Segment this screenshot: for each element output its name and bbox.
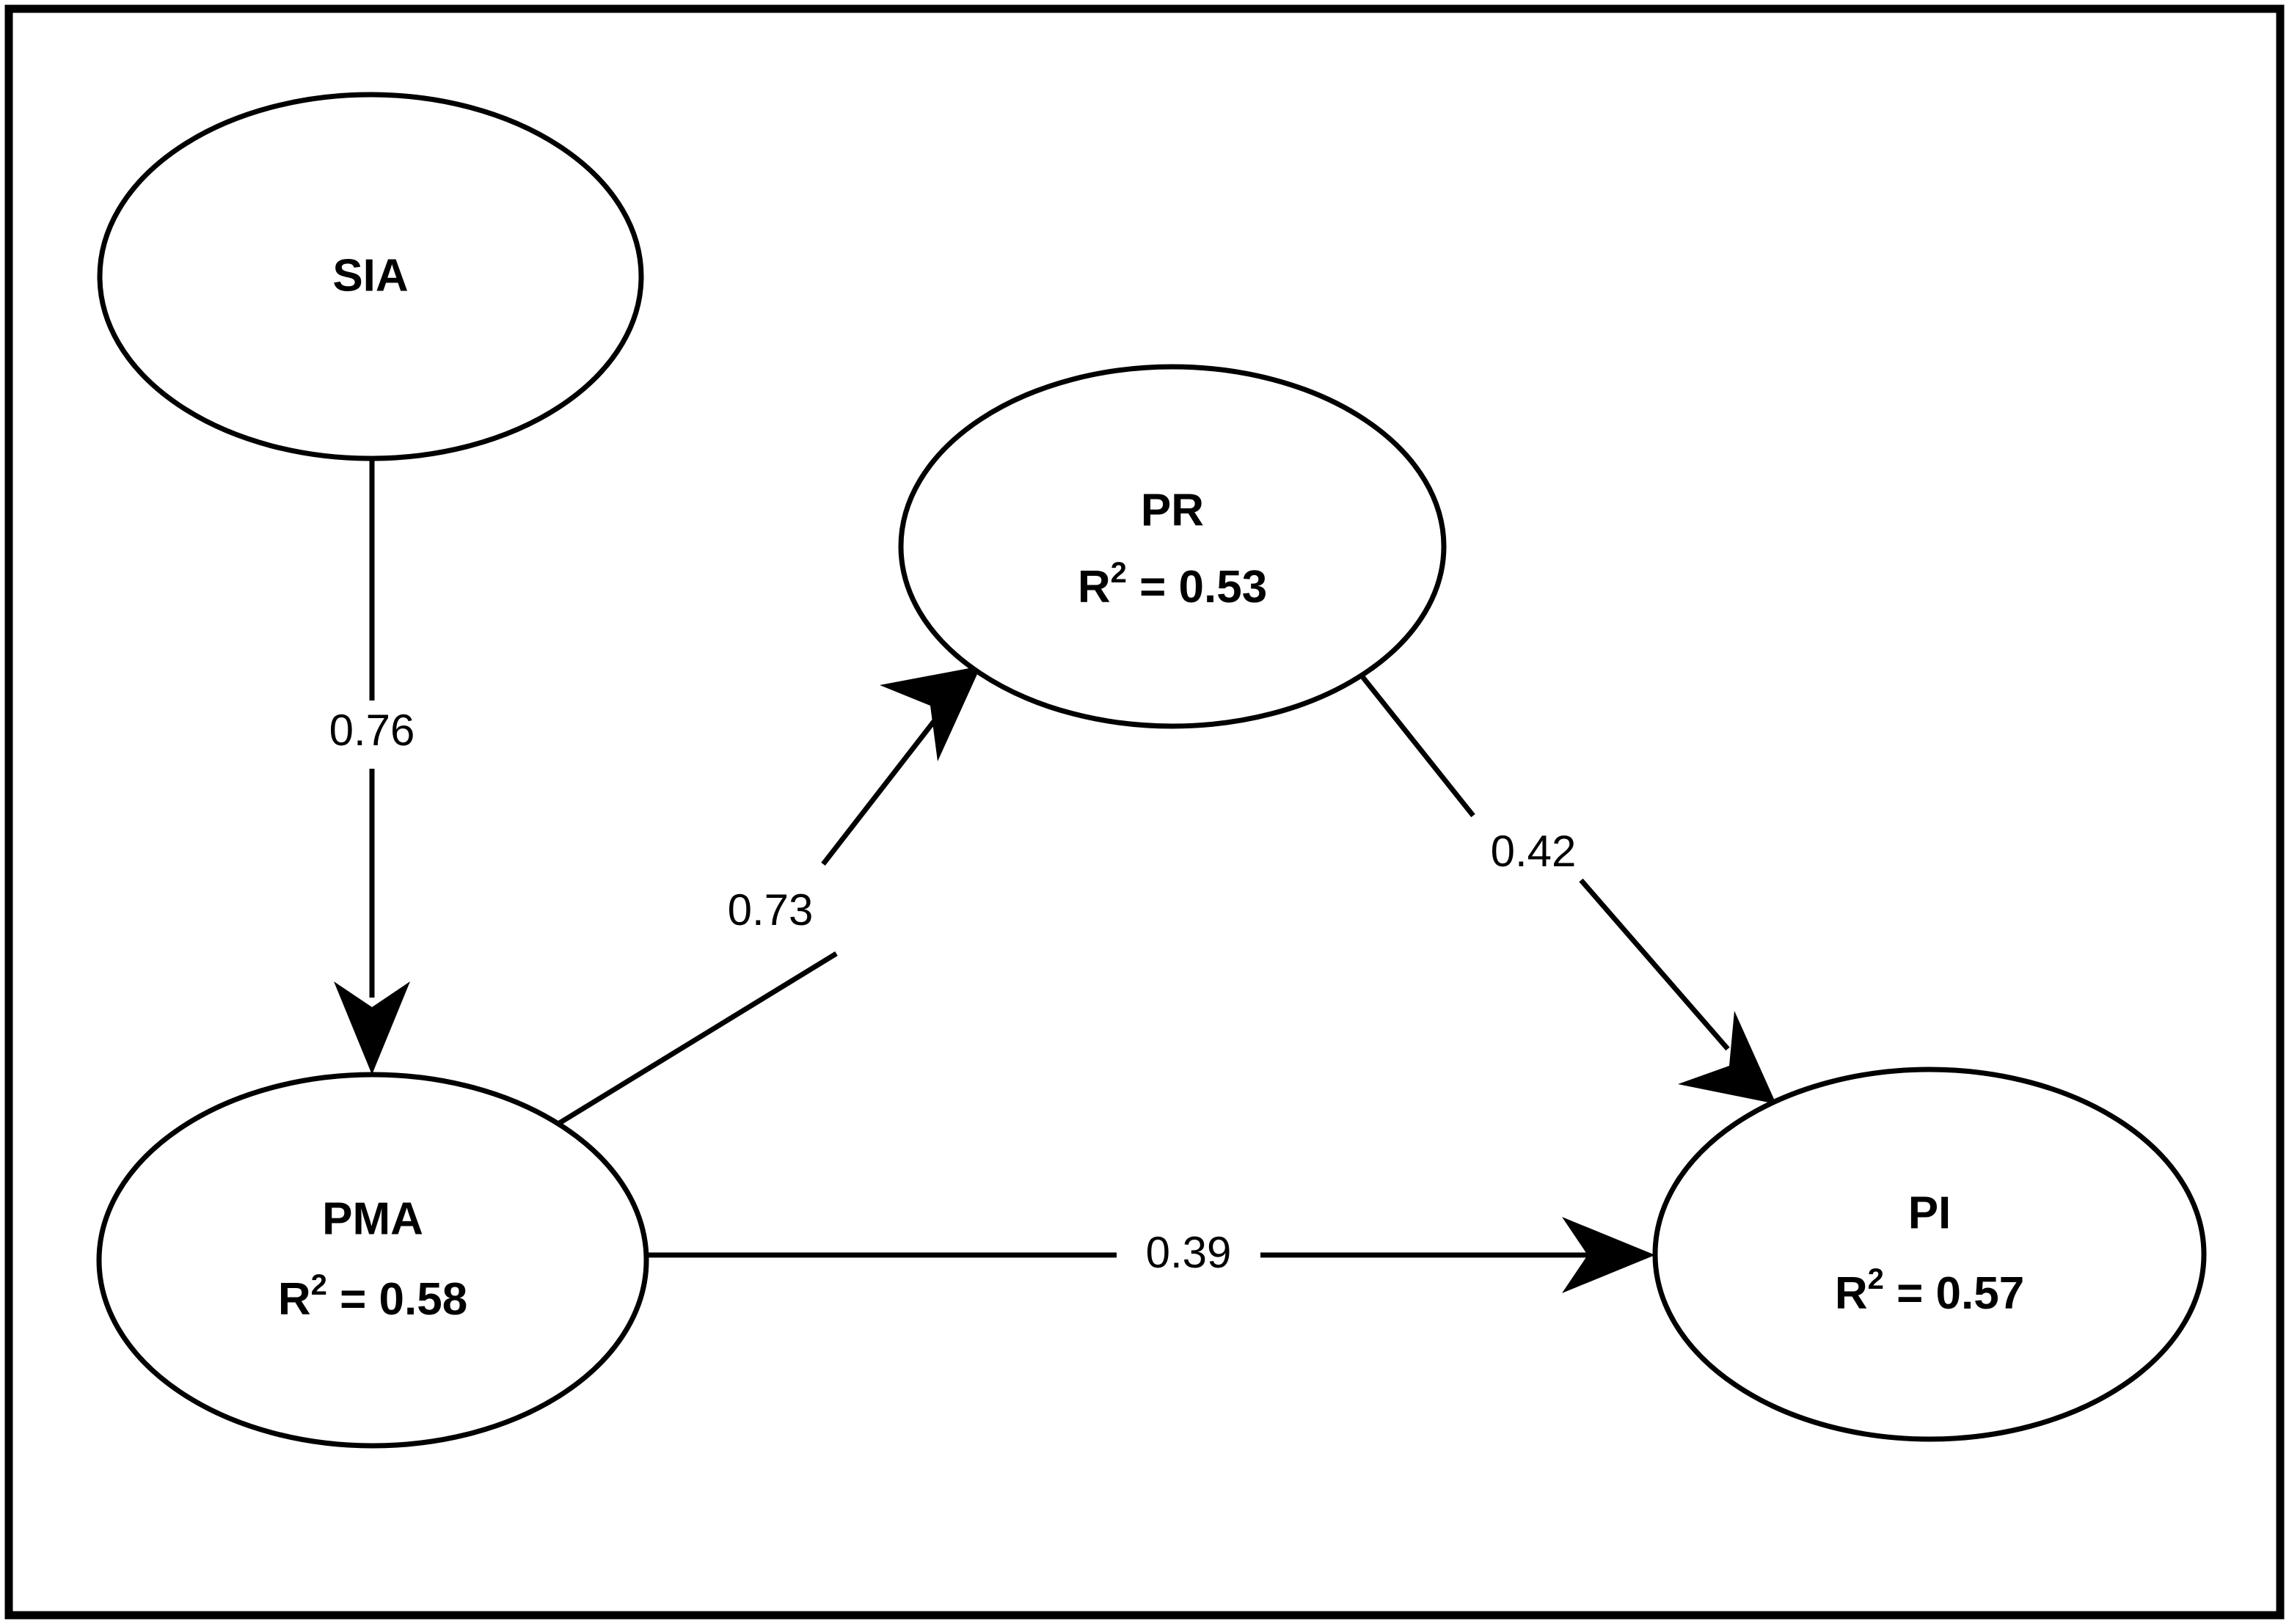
node-pr-r2-value: 0.53 bbox=[1179, 562, 1268, 612]
node-pr-r2-equals: = bbox=[1127, 562, 1179, 612]
node-pi-label: PI bbox=[1908, 1188, 1952, 1238]
edge-pma-to-pi bbox=[646, 1217, 1655, 1293]
node-pma-r2-superscript: 2 bbox=[311, 1269, 327, 1301]
node-pma-r2-equals: = bbox=[327, 1274, 379, 1325]
node-sia[interactable]: SIA bbox=[97, 92, 644, 461]
node-pr[interactable]: PR R2 = 0.53 bbox=[898, 364, 1447, 729]
coefficient-pr-to-pi: 0.42 bbox=[1491, 827, 1577, 876]
node-pi[interactable]: PI R2 = 0.57 bbox=[1652, 1067, 2207, 1442]
arrowhead-into-pi-horizontal bbox=[1562, 1217, 1655, 1293]
node-sia-ellipse[interactable] bbox=[97, 92, 644, 461]
edge-line-upper bbox=[1353, 665, 1475, 818]
node-pr-r2-prefix: R bbox=[1078, 562, 1111, 612]
node-pma[interactable]: PMA R2 = 0.58 bbox=[96, 1072, 649, 1449]
node-pi-r2-value: 0.57 bbox=[1936, 1268, 2025, 1319]
edge-pma-to-pr bbox=[553, 666, 981, 1128]
node-pi-ellipse[interactable] bbox=[1652, 1067, 2207, 1442]
node-pi-r2: R2 = 0.57 bbox=[1835, 1263, 2024, 1320]
node-pr-r2-superscript: 2 bbox=[1111, 557, 1127, 589]
edge-line-lower bbox=[553, 951, 838, 1128]
node-pi-r2-superscript: 2 bbox=[1868, 1263, 1884, 1295]
node-pi-r2-equals: = bbox=[1884, 1268, 1936, 1319]
coefficient-sia-to-pma: 0.76 bbox=[329, 706, 415, 755]
arrowhead-into-pr bbox=[880, 666, 981, 761]
node-pr-ellipse[interactable] bbox=[898, 364, 1447, 729]
edge-pr-to-pi bbox=[1353, 665, 1776, 1104]
node-pma-label: PMA bbox=[322, 1193, 423, 1244]
edge-sia-to-pma bbox=[334, 458, 410, 1075]
node-pi-r2-prefix: R bbox=[1835, 1268, 1868, 1319]
coefficient-pma-to-pr: 0.73 bbox=[728, 885, 814, 934]
arrowhead-into-pi bbox=[1678, 1011, 1776, 1104]
edge-line-lower bbox=[1579, 878, 1730, 1051]
outer-border bbox=[4, 4, 2285, 1620]
node-pma-r2: R2 = 0.58 bbox=[278, 1269, 467, 1325]
node-pma-ellipse[interactable] bbox=[96, 1072, 649, 1449]
edge-line-upper bbox=[821, 714, 940, 866]
node-pma-r2-value: 0.58 bbox=[379, 1274, 468, 1325]
node-pr-r2: R2 = 0.53 bbox=[1078, 557, 1267, 613]
arrowhead-into-pma bbox=[334, 981, 410, 1075]
node-sia-label: SIA bbox=[332, 250, 408, 301]
node-pma-r2-prefix: R bbox=[278, 1274, 311, 1325]
node-pr-label: PR bbox=[1141, 485, 1204, 535]
coefficient-pma-to-pi: 0.39 bbox=[1146, 1228, 1232, 1277]
